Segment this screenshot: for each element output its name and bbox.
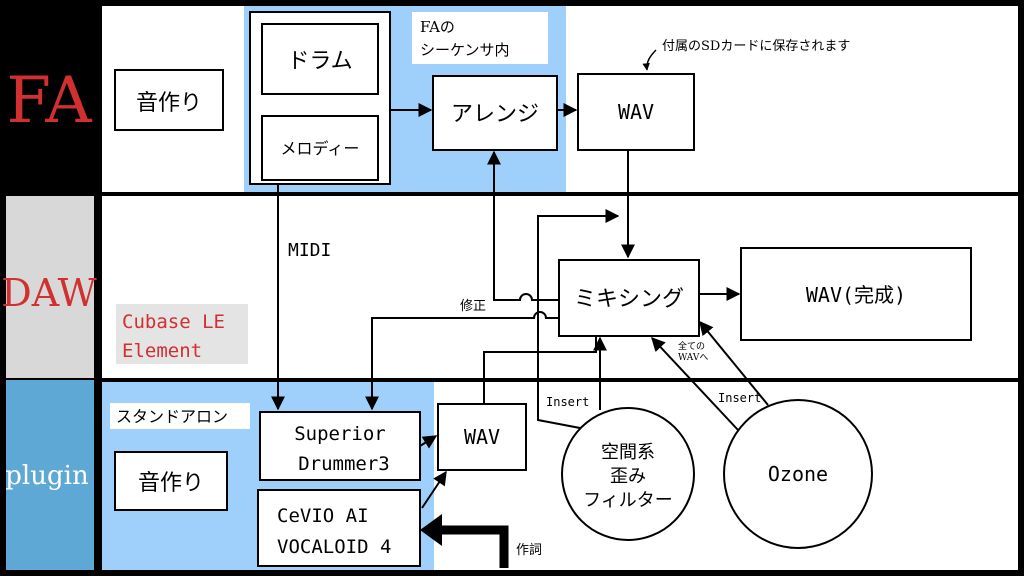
melody-box <box>261 115 379 181</box>
daw-row-band <box>6 196 94 378</box>
ozone-text: Ozone <box>768 462 828 486</box>
superior-line1: Superior <box>294 423 386 445</box>
ozone-insert-arrow <box>699 320 769 406</box>
fa-wav-box <box>577 73 695 151</box>
superior-line2: Drummer3 <box>298 453 390 475</box>
sequencer-label-box <box>412 12 548 64</box>
fx-line3: フィルター <box>583 490 673 511</box>
lyrics-arrow-shaft <box>438 525 509 568</box>
final-wav-text: WAV(完成) <box>806 283 906 307</box>
cevio-line1: CeVIO AI <box>277 505 369 527</box>
mixing-box <box>558 259 700 337</box>
plugin-wav-box <box>437 403 527 471</box>
plugin-row-label: plugin <box>5 461 89 491</box>
fa-sound-make-box <box>114 69 224 131</box>
fa-row-label: FA <box>6 64 92 138</box>
midi-label: MIDI <box>288 240 331 261</box>
ozone-all-wav-arrow <box>651 336 739 431</box>
all-wav-line2: WAVへ <box>678 353 708 363</box>
cevio-vocaloid-box <box>257 489 421 567</box>
drum-box <box>261 23 379 95</box>
drum-text: ドラム <box>287 49 352 74</box>
plugin-row-band <box>6 380 94 570</box>
final-wav-box <box>740 247 972 341</box>
superior-drummer-box <box>259 411 421 481</box>
fa-wav-text: WAV <box>618 100 654 124</box>
all-wav-line1: 全ての <box>678 340 705 352</box>
arrange-box <box>432 75 558 151</box>
sd-note-pointer <box>642 49 657 71</box>
daw-row-label: DAW <box>1 271 96 315</box>
fa-sound-make-text: 音作り <box>136 91 202 116</box>
mixing-text: ミキシング <box>574 287 684 312</box>
fx-line1: 空間系 <box>601 442 655 463</box>
melody-text: メロディー <box>281 139 360 158</box>
insert-left-label: Insert <box>546 395 589 409</box>
cevio-to-wav-arrow <box>421 470 447 509</box>
insert-right-label: Insert <box>718 391 761 405</box>
drummer-to-wav-arrow <box>419 435 438 449</box>
cubase-line1: Cubase LE <box>122 311 225 333</box>
plugin-sound-make-box <box>114 451 228 511</box>
plugin-sound-make-text: 音作り <box>138 471 204 496</box>
sd-card-note: 付属のSDカードに保存されます <box>662 39 850 54</box>
cubase-line2: Element <box>122 340 202 362</box>
fix-to-arrange-arrow <box>487 150 559 301</box>
ozone-circle <box>723 399 873 549</box>
cubase-box <box>116 304 248 364</box>
effects-circle <box>561 407 695 541</box>
lyrics-arrow-head <box>420 514 442 546</box>
fix-to-drummer-arrow <box>365 311 559 411</box>
cevio-line2: VOCALOID 4 <box>277 536 391 558</box>
effects-insert-to-mixing-arrow <box>537 209 620 429</box>
lyrics-label: 作詞 <box>516 543 542 558</box>
standalone-label-box <box>110 403 250 429</box>
standalone-label: スタンドアロン <box>116 407 228 426</box>
arrange-text: アレンジ <box>451 102 539 127</box>
sequencer-label-line2: シーケンサ内 <box>420 41 510 59</box>
sequencer-label-line1: FAの <box>420 18 455 36</box>
fix-label: 修正 <box>460 299 486 314</box>
fx-line2: 歪み <box>610 466 646 487</box>
plugin-wav-to-mixing-line <box>483 336 597 404</box>
plugin-wav-text: WAV <box>464 425 500 449</box>
